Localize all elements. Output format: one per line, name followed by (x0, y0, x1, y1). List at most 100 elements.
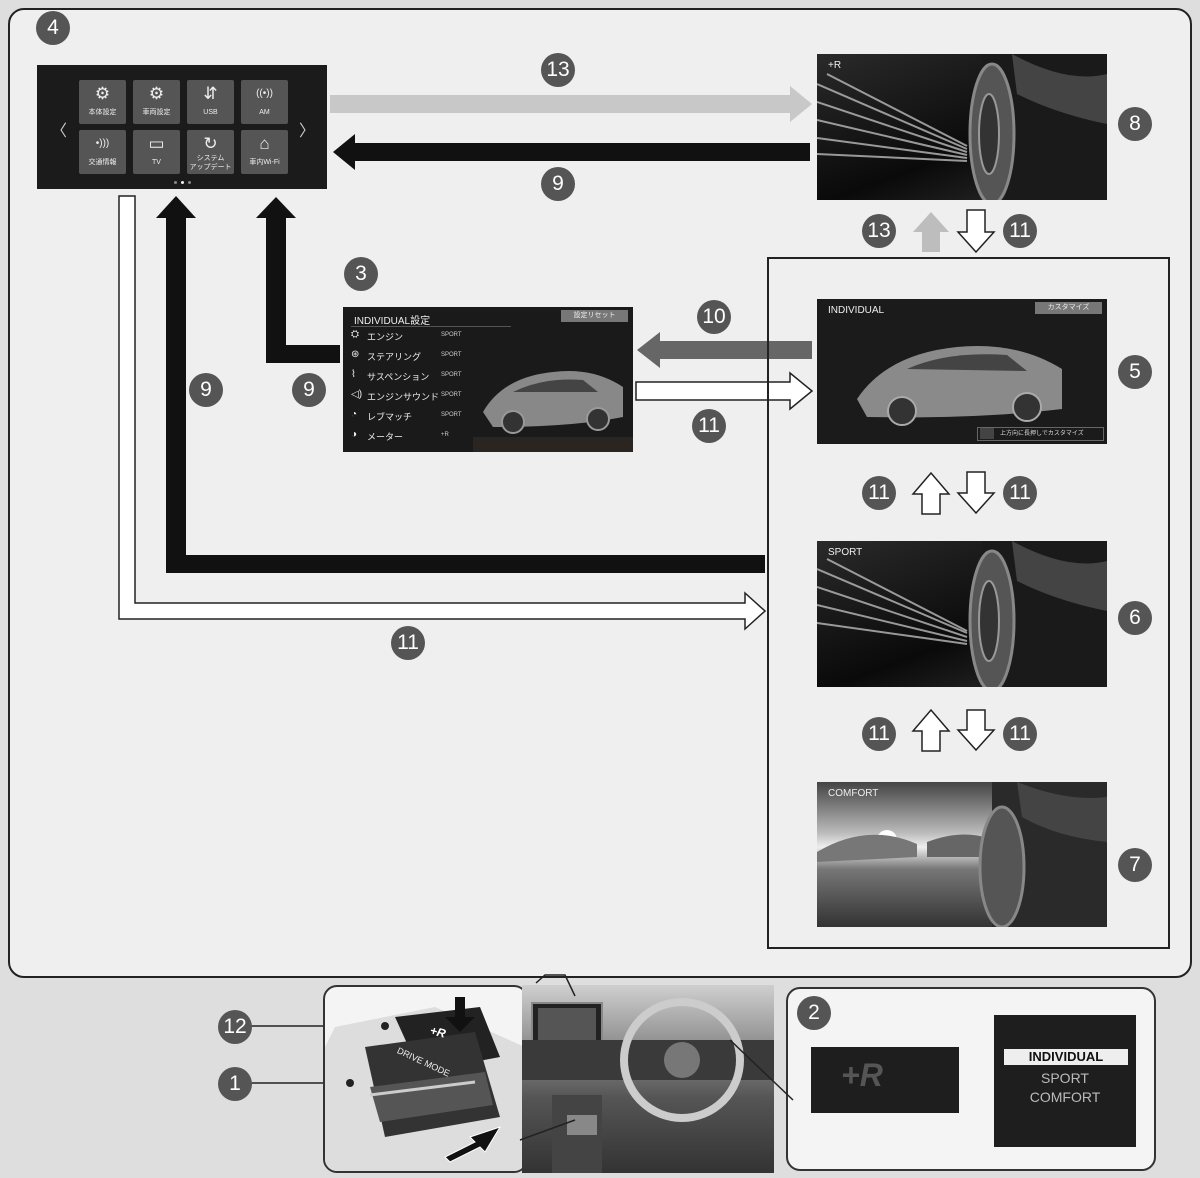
steering-icon: ⊛ (351, 349, 360, 360)
home-prev-button[interactable]: 〈 (51, 123, 68, 140)
settings-row-label: エンジン (367, 332, 404, 342)
settings-row-label: エンジンサウンド (367, 392, 440, 402)
connector-dashboard-screen (535, 974, 576, 997)
individual-mode-screen: INDIVIDUAL カスタマイズ 上方向に長押しでカスタマイズ (817, 299, 1107, 444)
badge-6: 6 (1118, 601, 1152, 635)
settings-row-label: ステアリング (367, 352, 422, 362)
gear-icon: ⚙ (94, 84, 111, 103)
menu-tile-label: 車内Wi-Fi (249, 159, 280, 166)
menu-tile[interactable]: ▭ TV (133, 130, 180, 174)
leader-dot-1 (346, 1079, 354, 1087)
arrow-13-home-to-plusr (330, 86, 812, 122)
arrow-11-down-a (956, 471, 996, 515)
arrow-11-up-a (911, 471, 951, 515)
badge-1: 1 (218, 1067, 252, 1101)
menu-tile-label: システム アップデート (189, 155, 232, 171)
dashboard-photo (522, 985, 774, 1173)
arrow-9-plusr-to-home (333, 134, 810, 170)
title-divider (351, 326, 511, 327)
individual-mode-label: INDIVIDUAL (828, 305, 885, 316)
plus-r-label: +R (828, 60, 842, 71)
settings-reset-button[interactable]: 設定リセット (561, 310, 628, 322)
badge-2: 2 (797, 996, 831, 1030)
drive-mode-group (767, 257, 1170, 949)
car-cutaway-image (857, 345, 1062, 426)
menu-tile-label: USB (203, 109, 218, 116)
page-indicator (174, 181, 194, 185)
meter-mode-sport: SPORT (1041, 1070, 1089, 1086)
badge-11-mid: 11 (692, 409, 726, 443)
settings-row-value: SPORT (441, 412, 462, 418)
tv-icon: ▭ (148, 134, 165, 153)
menu-tile-label: 交通情報 (88, 159, 117, 166)
settings-row[interactable]: ⌇ サスペンション SPORT (351, 369, 631, 387)
meter-inset: +R INDIVIDUAL SPORT COMFORT (786, 987, 1156, 1171)
arrow-9-individual-to-home (256, 197, 340, 363)
menu-tile-label: 車両設定 (142, 109, 171, 116)
engine-icon: ⛭ (351, 329, 359, 340)
menu-tile[interactable]: ((•)) AM (241, 80, 288, 124)
settings-row-value: SPORT (441, 332, 462, 338)
menu-tile[interactable]: ⌂車内Wi-Fi (241, 130, 288, 174)
customize-hint-text: 上方向に長押しでカスタマイズ (1000, 431, 1084, 437)
settings-row[interactable]: ⛭ エンジン SPORT (351, 329, 631, 347)
badge-11-bottom: 11 (391, 626, 425, 660)
sport-mode-screen: SPORT (817, 541, 1107, 687)
menu-tile[interactable]: •))) 交通情報 (79, 130, 126, 174)
badge-9-mid: 9 (292, 373, 326, 407)
customize-hint: 上方向に長押しでカスタマイズ (977, 427, 1104, 441)
suspension-icon: ⌇ (351, 369, 356, 380)
settings-row-value: +R (441, 432, 449, 438)
badge-4: 4 (36, 11, 70, 45)
menu-tile[interactable]: ⚙ 車両設定 (133, 80, 180, 124)
menu-tile[interactable]: ⚙ 本体設定 (79, 80, 126, 124)
badge-3: 3 (344, 257, 378, 291)
refresh-icon: ↻ (203, 134, 218, 153)
plus-r-screen: +R (817, 54, 1107, 200)
car-gear-icon: ⚙ (148, 84, 165, 103)
leader-dot-12 (381, 1022, 389, 1030)
menu-tile-label: 本体設定 (88, 109, 117, 116)
comfort-mode-label: COMFORT (828, 788, 879, 799)
meter-icon: ◑ (351, 429, 358, 440)
badge-11-upper-right: 11 (1003, 476, 1037, 510)
traffic-signal-icon: •))) (95, 138, 110, 149)
arrow-11-down (956, 209, 996, 254)
individual-settings-screen: INDIVIDUAL設定 設定リセット ⛭ エンジン SPORT ⊛ ステアリング SPO… (343, 307, 633, 452)
badge-11-lower-left: 11 (862, 717, 896, 751)
badge-13-top: 13 (541, 53, 575, 87)
menu-tile[interactable]: ↻ システム アップデート (187, 130, 234, 174)
up-down-icon (980, 428, 994, 439)
comfort-mode-screen: COMFORT (817, 782, 1107, 927)
settings-row-value: SPORT (441, 372, 462, 378)
menu-tile[interactable]: ⇵USB (187, 80, 234, 124)
badge-11-lower-right: 11 (1003, 717, 1037, 751)
home-next-button[interactable]: 〉 (299, 123, 316, 140)
arrow-11-home-to-sport (118, 195, 767, 631)
settings-row-label: サスペンション (367, 372, 430, 382)
badge-10: 10 (697, 300, 731, 334)
antenna-icon: ((•)) (256, 88, 273, 99)
badge-9-top: 9 (541, 167, 575, 201)
settings-row-value: SPORT (441, 392, 462, 398)
customize-button[interactable]: カスタマイズ (1035, 302, 1102, 314)
badge-11-top: 11 (1003, 214, 1037, 248)
sound-icon: ◁) (351, 389, 363, 400)
menu-tile-label: AM (259, 109, 270, 116)
badge-12: 12 (218, 1010, 252, 1044)
individual-settings-title: INDIVIDUAL設定 (354, 316, 431, 327)
dashboard-graphic (522, 998, 774, 1173)
landscape-graphic (817, 782, 1107, 927)
badge-8: 8 (1118, 107, 1152, 141)
arrow-13-up (913, 212, 949, 252)
meter-mode-individual: INDIVIDUAL (1004, 1049, 1128, 1065)
rev-icon: ◔ (351, 409, 358, 420)
menu-tile-label: TV (152, 159, 161, 166)
connector-console (519, 1119, 576, 1141)
arrow-11-up-b (911, 708, 951, 752)
settings-row[interactable]: ◑メーター+R (351, 429, 631, 447)
